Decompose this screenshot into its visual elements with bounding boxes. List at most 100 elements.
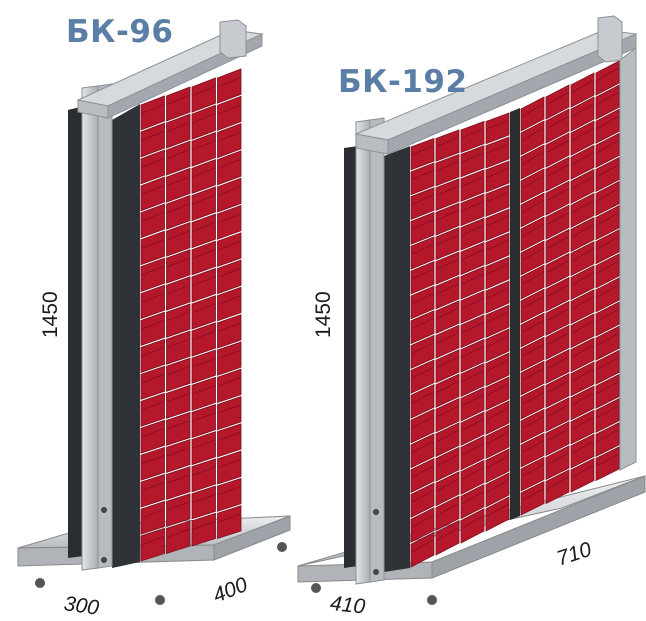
storage-bin-lip <box>571 272 594 286</box>
storage-bin-lip <box>141 293 164 303</box>
storage-bin <box>217 314 242 349</box>
storage-bin <box>520 168 545 204</box>
storage-bin-lip <box>436 381 459 393</box>
storage-bin <box>520 408 545 444</box>
storage-bin-lip <box>436 186 459 196</box>
storage-bin-lip <box>596 357 619 370</box>
storage-bin <box>485 424 510 460</box>
storage-bin-lip <box>141 212 164 222</box>
storage-bin-lip <box>571 128 594 141</box>
storage-bin <box>140 446 165 481</box>
storage-bin <box>485 472 510 508</box>
rack-bk96: БК-96 1450 300 400 <box>17 14 291 620</box>
storage-bin <box>545 300 570 336</box>
rack-bk96-back-panel <box>68 106 84 558</box>
rack-bk192-bins-section-2 <box>520 60 620 516</box>
storage-bin <box>191 213 216 249</box>
storage-bin-lip <box>461 128 484 138</box>
storage-bin-lip <box>411 293 434 304</box>
storage-bin-lip <box>192 439 215 449</box>
storage-bin-lip <box>486 144 509 154</box>
storage-bin-lip <box>461 491 484 505</box>
storage-bin <box>140 122 165 158</box>
storage-bin <box>140 230 165 266</box>
storage-bin-lip <box>167 203 190 213</box>
storage-bin-lip <box>436 332 459 344</box>
storage-bin <box>485 232 510 266</box>
storage-bin <box>410 260 435 295</box>
storage-bin <box>595 60 620 96</box>
storage-bin <box>520 144 545 180</box>
storage-bin <box>545 108 570 144</box>
storage-bin <box>166 493 191 528</box>
storage-bin-lip <box>218 404 241 414</box>
storage-bin <box>595 180 620 217</box>
storage-bin <box>570 168 595 204</box>
storage-bin <box>435 227 460 261</box>
storage-bin <box>520 432 545 468</box>
storage-bin <box>191 485 216 520</box>
rack-bk192: БК-192 1450 410 710 <box>297 15 646 619</box>
storage-bin <box>570 313 595 349</box>
storage-bin <box>545 228 570 264</box>
storage-bin-lip <box>192 521 215 530</box>
storage-bin <box>520 192 545 228</box>
storage-bin-lip <box>411 318 434 329</box>
storage-bin-lip <box>167 284 190 294</box>
storage-bin <box>191 512 216 547</box>
storage-bin-lip <box>461 177 484 187</box>
storage-bin <box>435 178 460 211</box>
storage-bin <box>460 145 485 178</box>
storage-bin <box>485 256 510 290</box>
storage-bin-lip <box>461 298 484 309</box>
storage-bin-lip <box>167 230 190 240</box>
storage-bin-lip <box>596 261 619 274</box>
storage-bin <box>191 77 216 113</box>
storage-bin <box>570 433 595 469</box>
storage-bin <box>485 328 510 363</box>
storage-bin <box>595 156 620 193</box>
storage-bin <box>545 348 570 385</box>
storage-bin <box>595 301 620 337</box>
depth-dimension-bk96: 300 <box>62 592 100 620</box>
rack-bk96-base-side <box>213 515 291 561</box>
storage-bin-lip <box>192 412 215 422</box>
storage-bin <box>140 149 165 185</box>
storage-bin-lip <box>546 284 569 297</box>
storage-bin <box>435 202 460 236</box>
storage-bin-lip <box>486 288 509 299</box>
storage-bin-lip <box>436 356 459 368</box>
storage-bin <box>520 456 545 492</box>
storage-bin-lip <box>411 539 434 553</box>
storage-bin <box>191 267 216 303</box>
storage-bin <box>485 496 510 532</box>
caster-icon <box>427 595 437 605</box>
storage-bin-lip <box>461 443 484 456</box>
storage-bin-lip <box>436 479 459 492</box>
storage-bin-lip <box>192 113 215 123</box>
storage-bin-lip <box>521 104 544 117</box>
storage-bin-lip <box>167 122 190 132</box>
storage-bin-lip <box>486 384 509 396</box>
rack-bk192-post-tip <box>597 15 623 63</box>
storage-bin-lip <box>192 167 215 178</box>
storage-bin <box>595 397 620 433</box>
storage-bin-lip <box>521 128 544 141</box>
storage-bin <box>410 285 435 320</box>
storage-bin <box>217 341 242 376</box>
storage-bin-lip <box>167 447 190 457</box>
storage-bin-lip <box>461 515 484 529</box>
storage-bin <box>191 458 216 493</box>
storage-bin <box>460 508 485 544</box>
storage-bin <box>410 137 435 171</box>
storage-bin-lip <box>436 527 459 541</box>
storage-bin <box>410 187 435 221</box>
storage-bin-lip <box>521 488 544 501</box>
storage-bin-lip <box>486 480 509 493</box>
storage-bin-lip <box>436 234 459 245</box>
storage-bin <box>460 241 485 276</box>
storage-bin <box>595 446 620 482</box>
storage-bin <box>140 257 165 293</box>
storage-bin <box>545 397 570 433</box>
storage-bin-lip <box>218 295 241 305</box>
